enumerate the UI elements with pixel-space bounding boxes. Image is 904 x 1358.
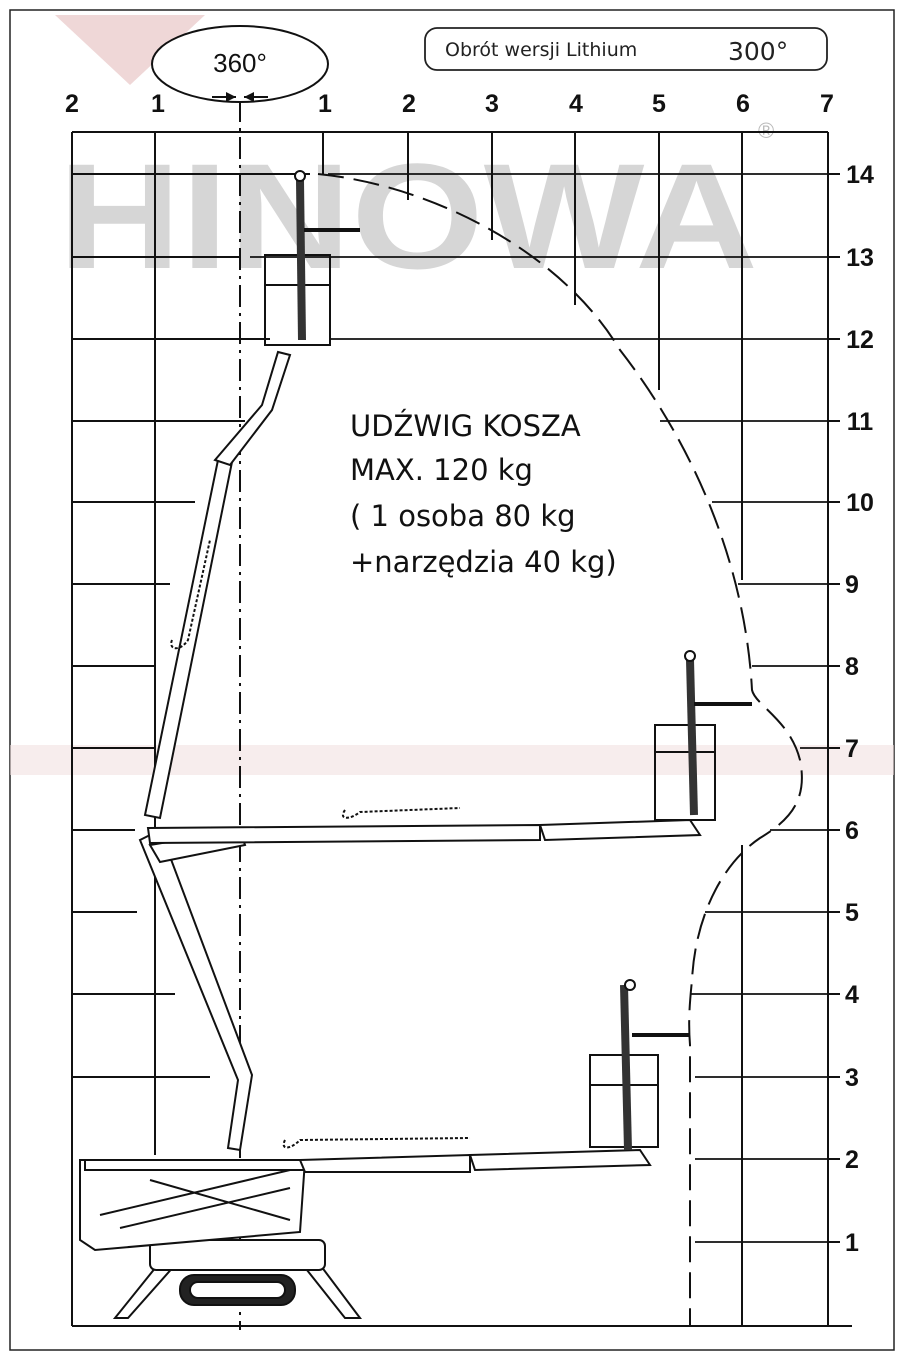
ground-boom-extension (468, 1148, 652, 1172)
watermark-triangle (55, 15, 205, 85)
mid-boom-arm (146, 823, 541, 845)
x-tick-right-6: 6 (736, 90, 750, 118)
y-tick-1: 1 (845, 1229, 859, 1257)
capacity-note: UDŹWIG KOSZA MAX. 120 kg ( 1 osoba 80 kg… (350, 409, 617, 579)
y-tick-4: 4 (845, 981, 859, 1009)
x-tick-left-2: 2 (65, 90, 79, 118)
working-envelope (317, 173, 803, 1326)
lithium-badge-box (424, 27, 828, 71)
y-tick-10: 10 (846, 489, 874, 517)
lithium-badge-label: Obrót wersji Lithium (445, 39, 637, 61)
y-tick-3: 3 (845, 1064, 859, 1092)
y-tick-14: 14 (846, 161, 874, 189)
turret-top (84, 1159, 322, 1171)
machine-base (112, 1239, 362, 1319)
x-tick-right-4: 4 (569, 90, 583, 118)
capacity-line-1: UDŹWIG KOSZA (350, 409, 581, 443)
capacity-line-4: +narzędzia 40 kg) (350, 545, 617, 579)
track-inner (189, 1281, 286, 1299)
y-tick-7: 7 (845, 735, 859, 763)
upper-boom-hose (170, 539, 211, 650)
x-tick-right-1: 1 (318, 90, 332, 118)
lithium-badge-value: 300° (728, 37, 788, 66)
diagram-border (9, 9, 895, 1351)
boom-ground-position (282, 979, 690, 1173)
ground-boom-arm (298, 1153, 471, 1173)
mid-boom-extension (538, 818, 702, 842)
x-tick-right-7: 7 (820, 90, 834, 118)
x-tick-left-1: 1 (151, 90, 165, 118)
x-tick-right-2: 2 (402, 90, 416, 118)
rotation-360-label: 360° (213, 48, 267, 78)
grid-hlines (72, 173, 828, 1243)
top-operator-head (294, 170, 306, 182)
lithium-rotation-badge: Obrót wersji Lithium 300° (424, 27, 828, 71)
y-tick-12: 12 (846, 326, 874, 354)
y-tick-6: 6 (845, 817, 859, 845)
top-operator (296, 179, 306, 341)
watermark-band (10, 745, 894, 775)
y-tick-8: 8 (845, 653, 859, 681)
watermark-registered: ® (758, 118, 774, 143)
grid (71, 131, 852, 1327)
rotation-360-indicator: 360° (151, 25, 329, 103)
y-tick-2: 2 (845, 1146, 859, 1174)
capacity-line-2: MAX. 120 kg (350, 453, 533, 487)
x-axis-labels: 2 1 1 2 3 4 5 6 7 (65, 90, 834, 118)
y-tick-13: 13 (846, 244, 874, 272)
turret-frame (99, 1169, 291, 1229)
rotation-arrowheads (226, 92, 254, 102)
rotation-ellipse (151, 25, 329, 103)
grid-right-ticks (828, 173, 840, 1243)
turret (79, 1159, 322, 1252)
mid-operator (686, 659, 698, 816)
boom-raised-position (143, 170, 360, 820)
y-tick-11: 11 (847, 408, 874, 436)
y-axis-labels: 14 13 12 11 10 9 8 7 6 5 4 3 2 1 (845, 161, 874, 1257)
mid-boom-hose (341, 807, 461, 819)
boom-mid-position (146, 650, 752, 845)
x-tick-right-3: 3 (485, 90, 499, 118)
mid-basket (654, 724, 716, 821)
brand-watermark: HINOWA ® (10, 15, 894, 775)
y-tick-5: 5 (845, 899, 859, 927)
lower-boom-arm (138, 828, 254, 1152)
upper-boom-extension (213, 350, 292, 467)
boom-lower-section (138, 828, 254, 1152)
chassis (149, 1239, 326, 1271)
ground-operator (620, 984, 632, 1151)
capacity-line-3: ( 1 osoba 80 kg (350, 499, 576, 533)
mid-operator-head (684, 650, 696, 662)
y-tick-9: 9 (845, 571, 859, 599)
ground-operator-head (624, 979, 636, 991)
ground-boom-hose (282, 1137, 471, 1149)
x-tick-right-5: 5 (652, 90, 666, 118)
